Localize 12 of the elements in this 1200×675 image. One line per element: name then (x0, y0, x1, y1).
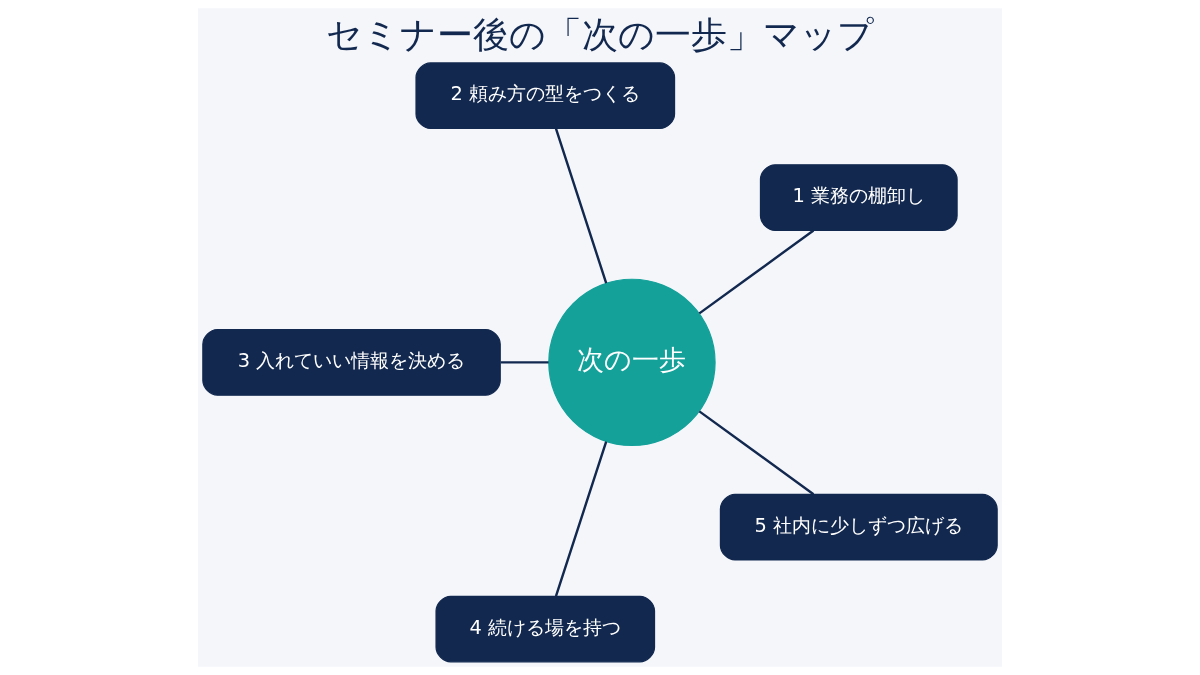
node-box: 3 入れていい情報を決める (202, 329, 501, 396)
connector (500, 361, 549, 364)
diagram-title: セミナー後の「次の一歩」マップ (326, 13, 874, 57)
node-box: 1 業務の棚卸し (759, 164, 958, 231)
connector (698, 229, 815, 315)
node-box: 2 頼み方の型をつくる (415, 62, 676, 130)
connector (554, 128, 608, 284)
node-box: 4 続ける場を持つ (435, 595, 656, 663)
connector (554, 441, 608, 597)
node-circle: 次の一歩 (548, 278, 716, 447)
node-box: 5 社内に少しずつ広げる (719, 493, 998, 561)
connector (698, 410, 815, 496)
